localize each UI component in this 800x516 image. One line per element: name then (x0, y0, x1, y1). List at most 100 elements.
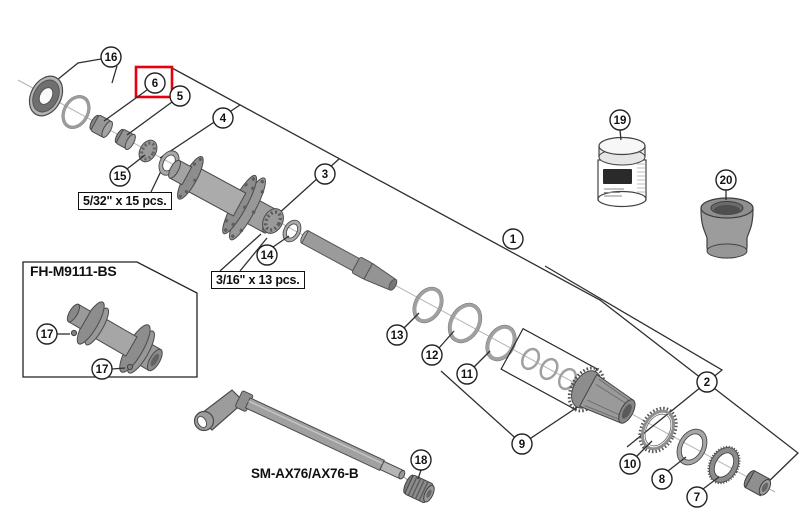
callout-17: 17 (36, 323, 70, 345)
callout-number-5: 5 (177, 91, 184, 103)
cone-nut-left (89, 114, 113, 138)
callout-number-1: 1 (510, 234, 517, 246)
callout-leader-18 (417, 469, 422, 480)
callout-number-17: 17 (96, 364, 109, 376)
callout-circle-10 (619, 453, 641, 475)
callout-19: 19 (609, 109, 631, 141)
callout-circle-14 (256, 244, 278, 266)
callout-number-19: 19 (614, 115, 627, 127)
callout-circle-7 (686, 486, 708, 508)
callout-number-7: 7 (694, 492, 700, 504)
callout-leader-6 (103, 89, 148, 122)
callout-circle-18 (410, 449, 432, 471)
callout-18: 18 (410, 449, 432, 480)
callout-number-9: 9 (519, 439, 525, 451)
callout-12: 12 (421, 330, 455, 366)
o-ring-seal (61, 95, 91, 129)
spacer-part (700, 197, 754, 259)
callout-number-8: 8 (659, 474, 666, 486)
callout-5: 5 (126, 85, 191, 136)
callout-leader-12 (438, 330, 455, 349)
washer-7 (707, 445, 741, 485)
callout-leader-17 (111, 367, 126, 370)
bracket-group-2 (544, 265, 724, 448)
inset-screw-a (70, 329, 78, 337)
hub-axle (300, 230, 398, 291)
inset-model-label: FH-M9111-BS (30, 263, 117, 279)
callout-15: 15 (109, 154, 146, 187)
leader-label-left (150, 168, 163, 193)
callout-2: 2 (696, 371, 718, 393)
callout-6: 6 (103, 72, 166, 122)
callout-number-3: 3 (322, 169, 328, 181)
callout-circle-2 (696, 371, 718, 393)
callout-leader-14 (272, 235, 290, 248)
callout-16: 16 (100, 46, 122, 68)
callout-leader-8 (667, 456, 687, 472)
callout-number-6: 6 (152, 78, 158, 90)
ratchet-ring (638, 406, 678, 454)
callout-circle-1 (502, 228, 524, 250)
callout-13: 13 (386, 312, 420, 346)
inset-box (22, 261, 198, 378)
callout-circle-16 (100, 46, 122, 68)
callout-7: 7 (686, 476, 720, 508)
callout-3: 3 (314, 163, 336, 185)
callout-leader-15 (126, 154, 146, 170)
seal-ring-12 (447, 302, 483, 344)
thru-axle (193, 389, 406, 480)
freehub-body (567, 366, 636, 424)
callout-circle-15 (109, 165, 131, 187)
callout-circle-19 (609, 109, 631, 131)
cone-nut-right (114, 128, 136, 151)
callout-number-17: 17 (41, 329, 54, 341)
callout-circle-6 (144, 72, 166, 94)
callout-9: 9 (511, 433, 533, 455)
leader-label-right (219, 233, 268, 272)
callout-circle-13 (386, 324, 408, 346)
callout-number-10: 10 (624, 459, 637, 471)
bracket-callout-16 (56, 58, 118, 84)
callout-1: 1 (502, 228, 524, 250)
lock-ring (28, 75, 64, 117)
callout-number-20: 20 (720, 175, 733, 187)
seal-ring-13 (412, 286, 444, 324)
callout-leader-5 (126, 101, 173, 136)
callout-circle-5 (169, 85, 191, 107)
callout-14: 14 (256, 235, 290, 266)
label-ball-left: 5/32" x 15 pcs. (78, 192, 172, 210)
callout-circle-17 (91, 358, 113, 380)
callout-leader-10 (635, 440, 653, 458)
callout-circle-3 (314, 163, 336, 185)
grease-jar (597, 136, 647, 208)
bracket-lines (56, 58, 799, 488)
callout-number-2: 2 (704, 377, 710, 389)
ball-retainer-left (138, 139, 158, 163)
callout-circle-9 (511, 433, 533, 455)
callout-11: 11 (456, 350, 491, 385)
callout-leader-13 (403, 312, 420, 329)
callout-number-15: 15 (114, 171, 127, 183)
axle-end-nut (403, 474, 435, 504)
callout-20: 20 (715, 169, 737, 200)
callout-leader-19 (619, 129, 622, 141)
callout-number-11: 11 (461, 369, 474, 381)
jar-label (603, 169, 632, 184)
callout-17: 17 (91, 358, 126, 380)
ball-retainer-right (262, 208, 284, 234)
callout-number-16: 16 (105, 52, 118, 64)
label-ball-right: 3/16" x 13 pcs. (211, 271, 305, 289)
callout-circle-8 (651, 468, 673, 490)
highlight-box (134, 65, 174, 99)
callout-leader-11 (473, 350, 491, 368)
callout-8: 8 (651, 456, 687, 490)
thru-axle-label: SM-AX76/AX76-B (251, 466, 359, 481)
callout-number-18: 18 (415, 455, 428, 467)
callout-number-14: 14 (261, 250, 274, 262)
callout-circle-17 (36, 323, 58, 345)
end-cap (743, 470, 772, 497)
callout-circle-11 (456, 363, 478, 385)
small-rings-box (500, 327, 598, 411)
